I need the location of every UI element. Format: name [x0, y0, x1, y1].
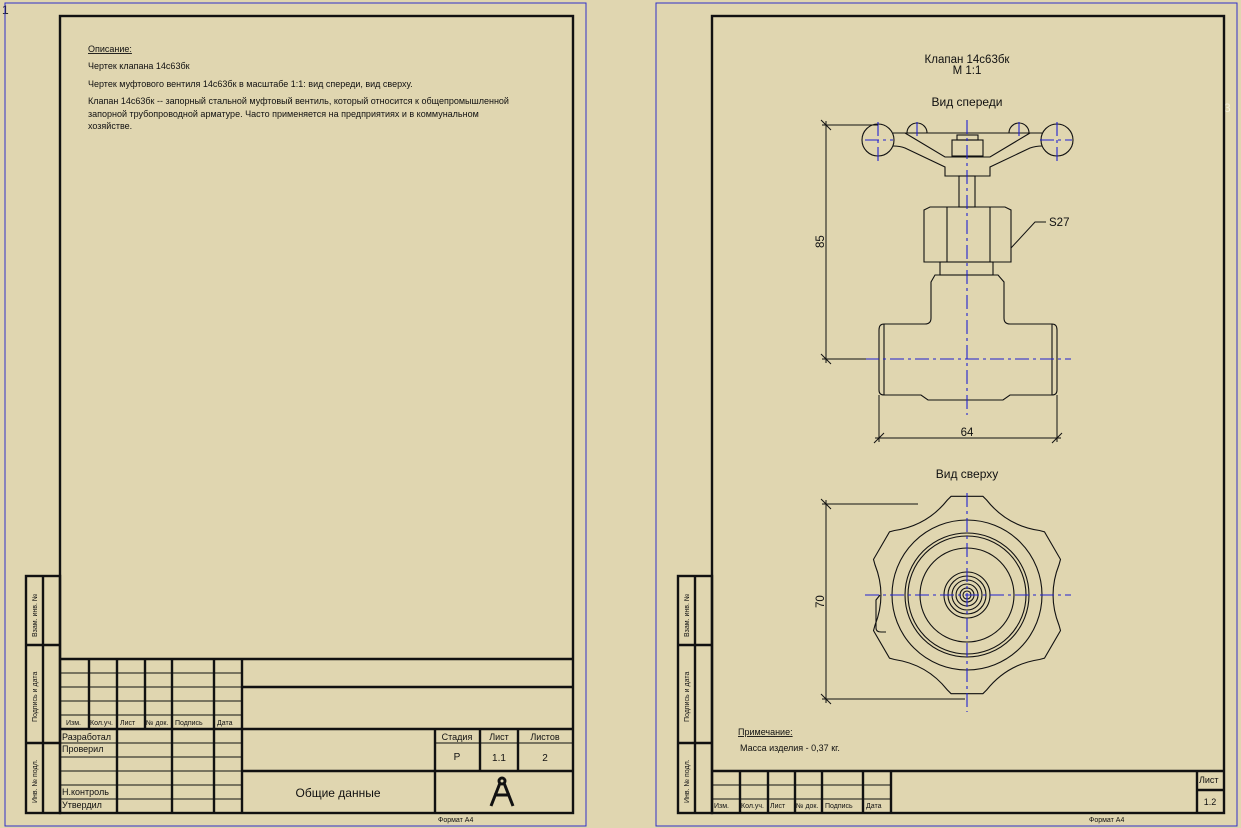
side-stamp-column: Взам. инв. № Подпись и дата Инв. № подл. — [676, 574, 714, 815]
side-label: Инв. № подл. — [684, 759, 691, 803]
column-header: Изм. — [66, 720, 81, 727]
sheet-2-border — [655, 2, 1238, 827]
side-stamp-column: Взам. инв. № Подпись и дата Инв. № подл. — [24, 574, 62, 815]
stage-header: Стадия — [442, 732, 473, 742]
column-header: № док. — [796, 803, 818, 810]
column-header: № док. — [146, 720, 168, 727]
sheets-header: Листов — [530, 732, 559, 742]
sheet-1-border — [4, 2, 587, 827]
description-line: Клапан 14с63бк -- запорный стальной муфт… — [88, 96, 509, 106]
sheet-header: Лист — [1199, 775, 1219, 785]
role-label: Разработал — [62, 732, 111, 742]
role-label: Н.контроль — [62, 787, 109, 797]
side-label: Взам. инв. № — [32, 594, 39, 637]
column-header: Подпись — [825, 803, 853, 810]
dimension-top: 70 — [815, 498, 965, 705]
front-view-valve — [861, 120, 1074, 415]
format-label: Формат А4 — [1089, 817, 1124, 824]
compass-logo-icon — [489, 776, 515, 807]
side-label: Подпись и дата — [684, 672, 691, 722]
description-title: Описание: — [88, 44, 132, 54]
note-title: Примечание: — [738, 727, 793, 737]
description-line: хозяйстве. — [88, 121, 132, 131]
hex-leader: S27 — [1010, 217, 1069, 249]
role-label: Утвердил — [62, 800, 102, 810]
sheet-header: Лист — [489, 732, 509, 742]
sheet-value: 1.2 — [1204, 797, 1217, 807]
sheets-value: 2 — [542, 753, 548, 764]
document-name: Общие данные — [295, 786, 380, 800]
column-header: Изм. — [714, 803, 729, 810]
dimension-value: 64 — [961, 427, 974, 439]
side-label: Инв. № подл. — [32, 759, 39, 803]
dimension-height: 85 — [815, 119, 878, 365]
role-label: Проверил — [62, 744, 103, 754]
side-label: Подпись и дата — [32, 672, 39, 722]
dimension-value: 70 — [815, 595, 827, 608]
sheet-value: 1.1 — [492, 753, 506, 764]
format-label: Формат А4 — [438, 817, 473, 824]
column-header: Лист — [120, 720, 136, 727]
stage-value: Р — [454, 752, 461, 763]
description-line: Чертек клапана 14с63бк — [88, 61, 190, 71]
column-header: Подпись — [175, 720, 203, 727]
description: Описание: Чертек клапана 14с63бк Чертек … — [88, 44, 509, 131]
note-text: Масса изделия - 0,37 кг. — [740, 743, 840, 753]
title-block: Изм. Кол.уч. Лист № док. Подпись Дата Ра… — [60, 657, 573, 813]
description-line: запорной трубопроводной арматуре. Часто … — [88, 109, 479, 119]
column-header: Дата — [866, 803, 882, 810]
description-line: Чертек муфтового вентиля 14с63бк в масшт… — [88, 79, 413, 89]
sheet-2-frame — [710, 14, 1226, 815]
top-view-handwheel — [865, 493, 1071, 712]
hex-size-label: S27 — [1049, 217, 1069, 229]
dimension-width: 64 — [873, 395, 1063, 444]
top-view-label: Вид сверху — [936, 467, 999, 481]
sheet-1-frame — [58, 14, 575, 815]
drawing-title: Клапан 14с63бк — [925, 54, 1011, 66]
column-header: Дата — [217, 720, 233, 727]
sheet-2[interactable]: Взам. инв. № Подпись и дата Инв. № подл.… — [655, 2, 1238, 827]
column-header: Лист — [770, 803, 786, 810]
dimension-value: 85 — [815, 235, 827, 248]
title-block: Изм. Кол.уч. Лист № док. Подпись Дата Ли… — [712, 769, 1224, 813]
column-header: Кол.уч. — [90, 720, 113, 727]
column-header: Кол.уч. — [741, 803, 764, 810]
drawing-scale: М 1:1 — [953, 65, 982, 77]
page-marker-right: 3 — [1224, 101, 1231, 115]
front-view-label: Вид спереди — [931, 95, 1002, 109]
side-label: Взам. инв. № — [684, 594, 691, 637]
sheet-1[interactable]: Взам. инв. № Подпись и дата Инв. № подл.… — [4, 2, 587, 827]
